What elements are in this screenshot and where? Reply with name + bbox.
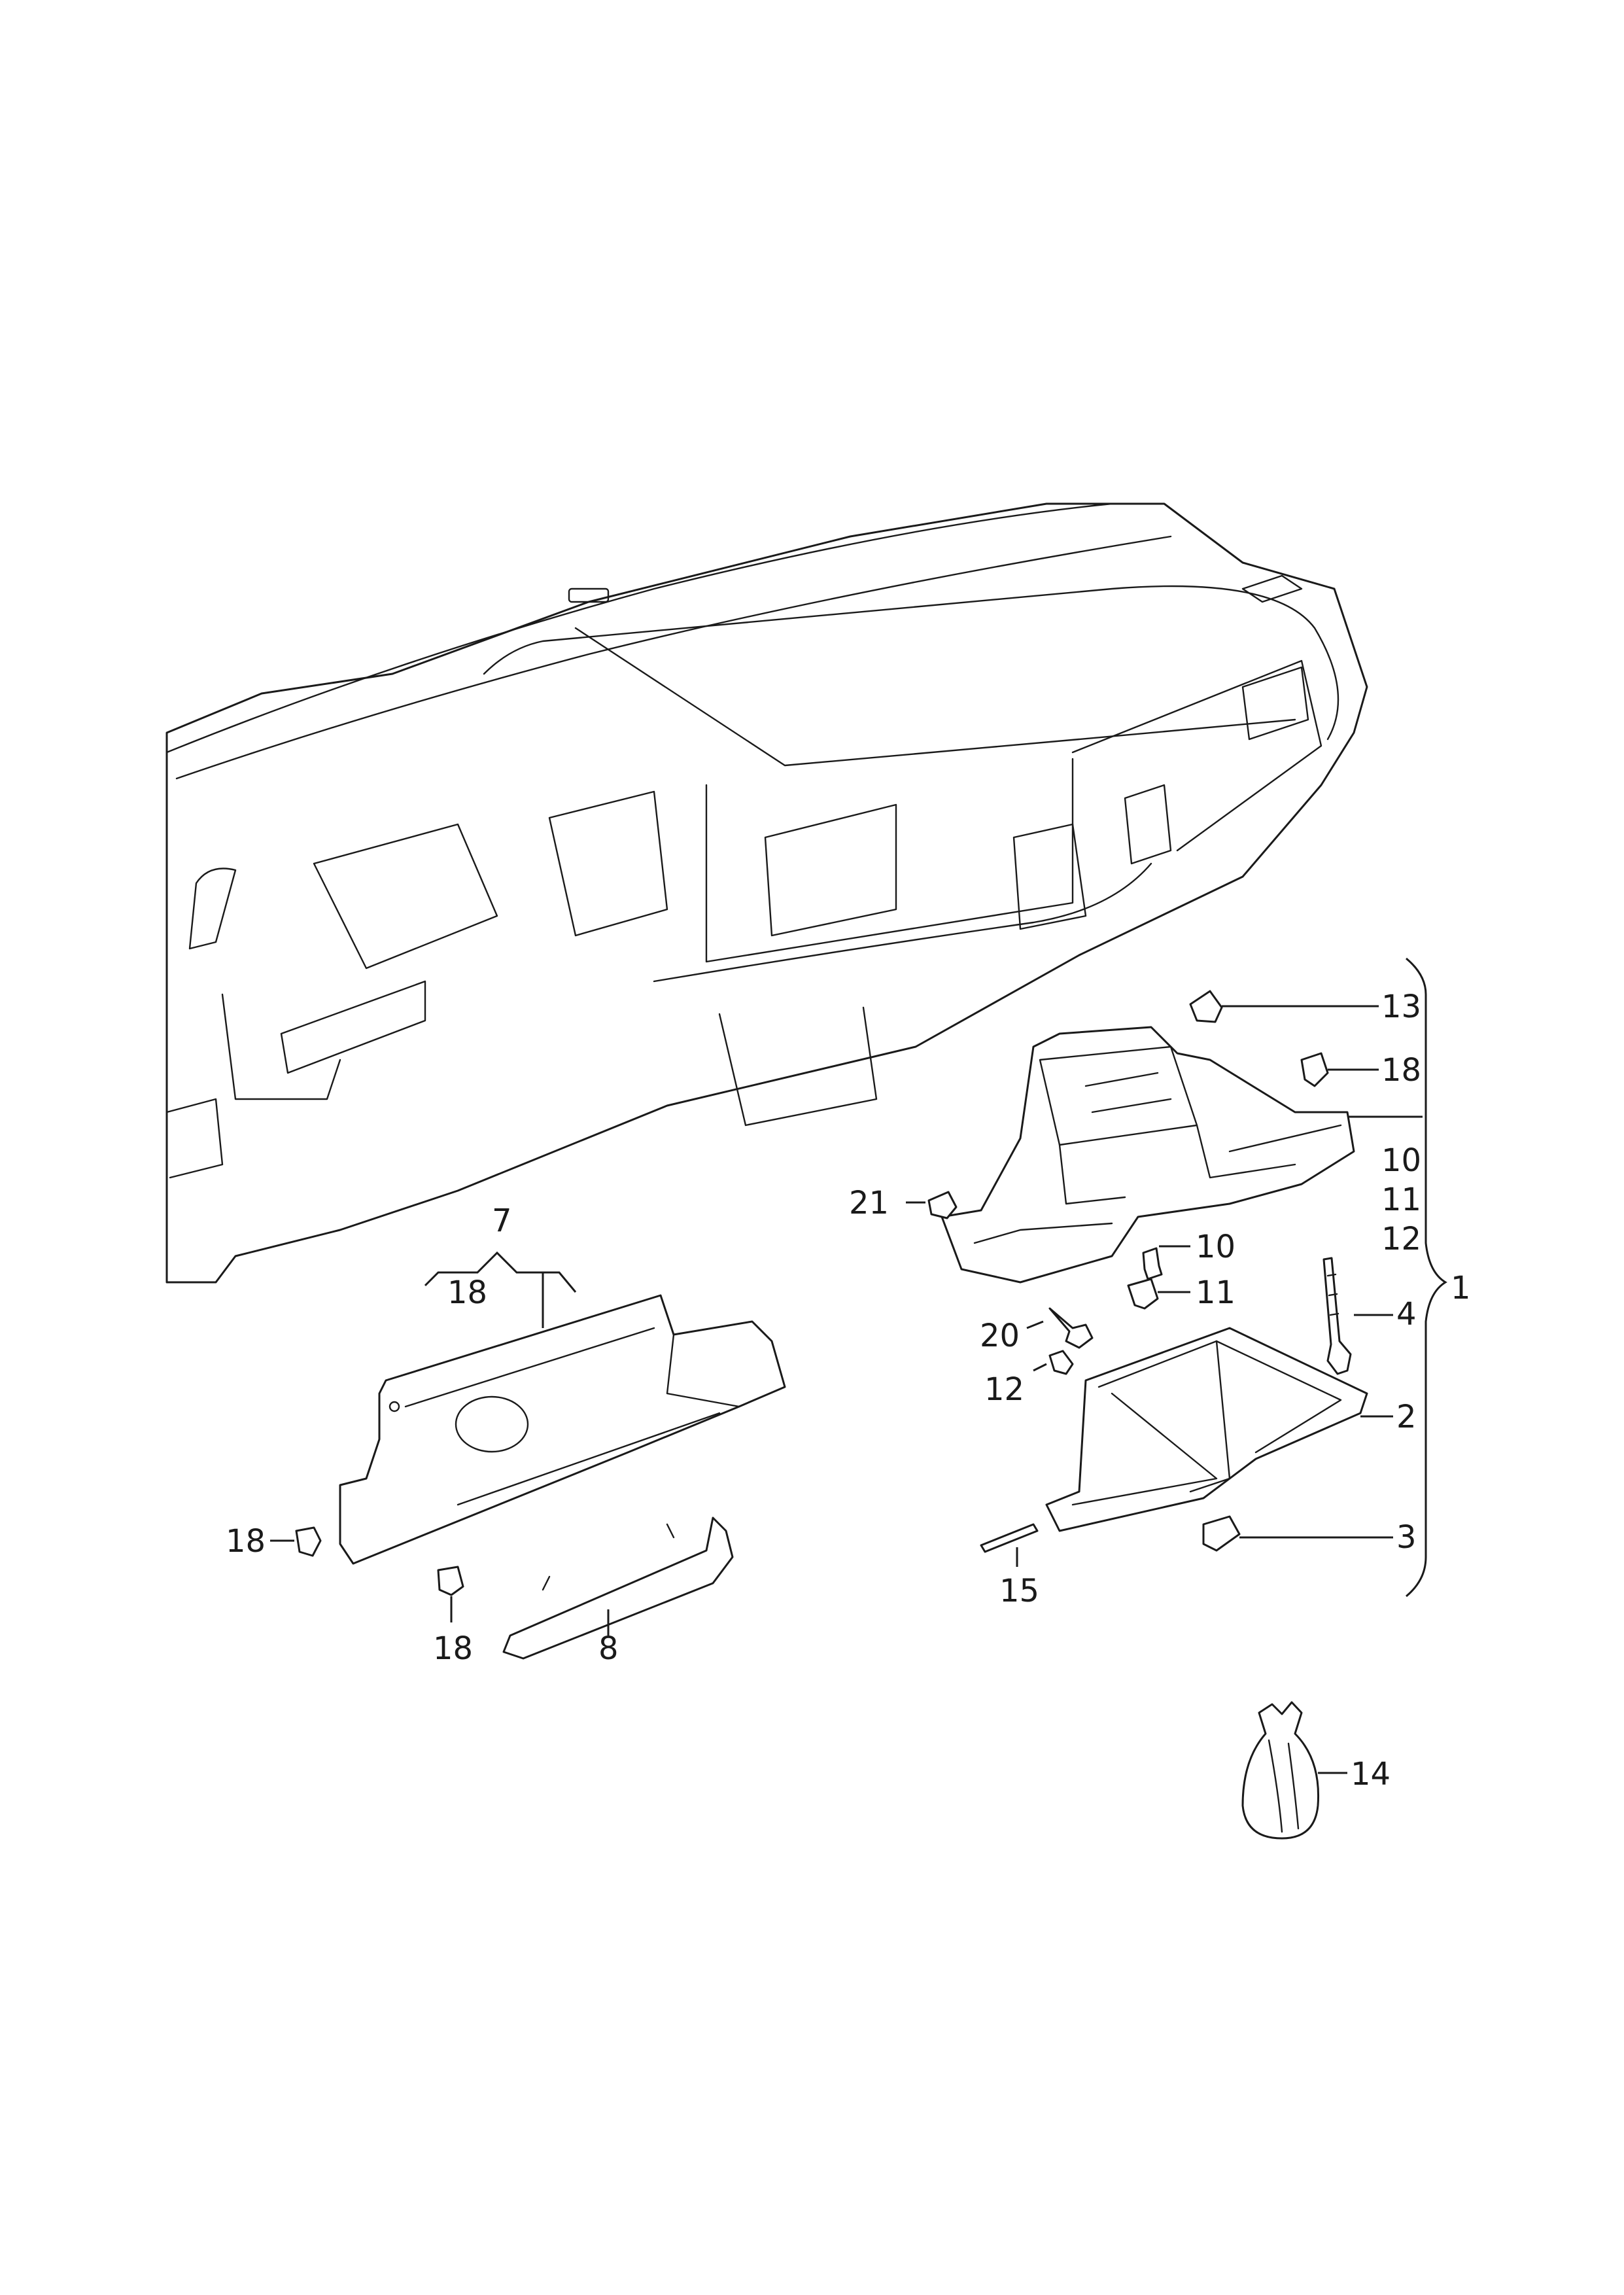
- callout-12-group: 12: [1381, 1221, 1421, 1257]
- pin-15: [980, 1523, 1039, 1553]
- clip-21: [927, 1191, 958, 1219]
- clip-18-left: [295, 1526, 322, 1557]
- latch-3: [1202, 1515, 1241, 1552]
- clip-18-upper: [1300, 1052, 1329, 1087]
- callout-21: 21: [849, 1185, 889, 1221]
- damper-4: [1322, 1257, 1352, 1375]
- grease-bag-14: [1241, 1701, 1320, 1840]
- rivet-12: [1048, 1350, 1074, 1375]
- callout-11: 11: [1196, 1274, 1235, 1311]
- dashboard-panel: [165, 502, 1368, 1284]
- leader-lines: [270, 957, 1447, 1774]
- callout-7: 7: [492, 1202, 512, 1239]
- callout-13: 13: [1381, 989, 1421, 1025]
- lower-trim-panel: [339, 1294, 786, 1565]
- callout-10: 10: [1196, 1229, 1235, 1265]
- clip-13: [1189, 990, 1223, 1023]
- trim-strip: [502, 1516, 734, 1660]
- callout-18-bottom: 18: [433, 1630, 473, 1667]
- bolt-10: [1142, 1247, 1163, 1280]
- callout-4: 4: [1396, 1296, 1417, 1333]
- callout-8: 8: [598, 1630, 619, 1667]
- callout-1: 1: [1451, 1270, 1471, 1306]
- callout-18-left: 18: [226, 1523, 266, 1560]
- callout-2: 2: [1396, 1399, 1417, 1435]
- callout-3: 3: [1396, 1519, 1417, 1556]
- callout-12: 12: [984, 1371, 1024, 1408]
- glove-box-housing: [941, 1026, 1355, 1284]
- callout-10-group: 10: [1381, 1142, 1421, 1179]
- clip-11: [1127, 1278, 1159, 1310]
- callout-15: 15: [999, 1573, 1039, 1609]
- callout-11-group: 11: [1381, 1182, 1421, 1218]
- callout-18-upper: 18: [1381, 1052, 1421, 1089]
- callout-14: 14: [1351, 1756, 1391, 1793]
- clip-18-bottom: [437, 1566, 464, 1596]
- glove-box-lid: [1045, 1327, 1368, 1532]
- screw-20: [1048, 1307, 1094, 1349]
- callout-labels: 13 18 10 11 12 1 4 2 3 21 10 11 20 12 15…: [226, 989, 1471, 1793]
- callout-20: 20: [980, 1318, 1020, 1354]
- callout-18-group: 18: [447, 1274, 487, 1311]
